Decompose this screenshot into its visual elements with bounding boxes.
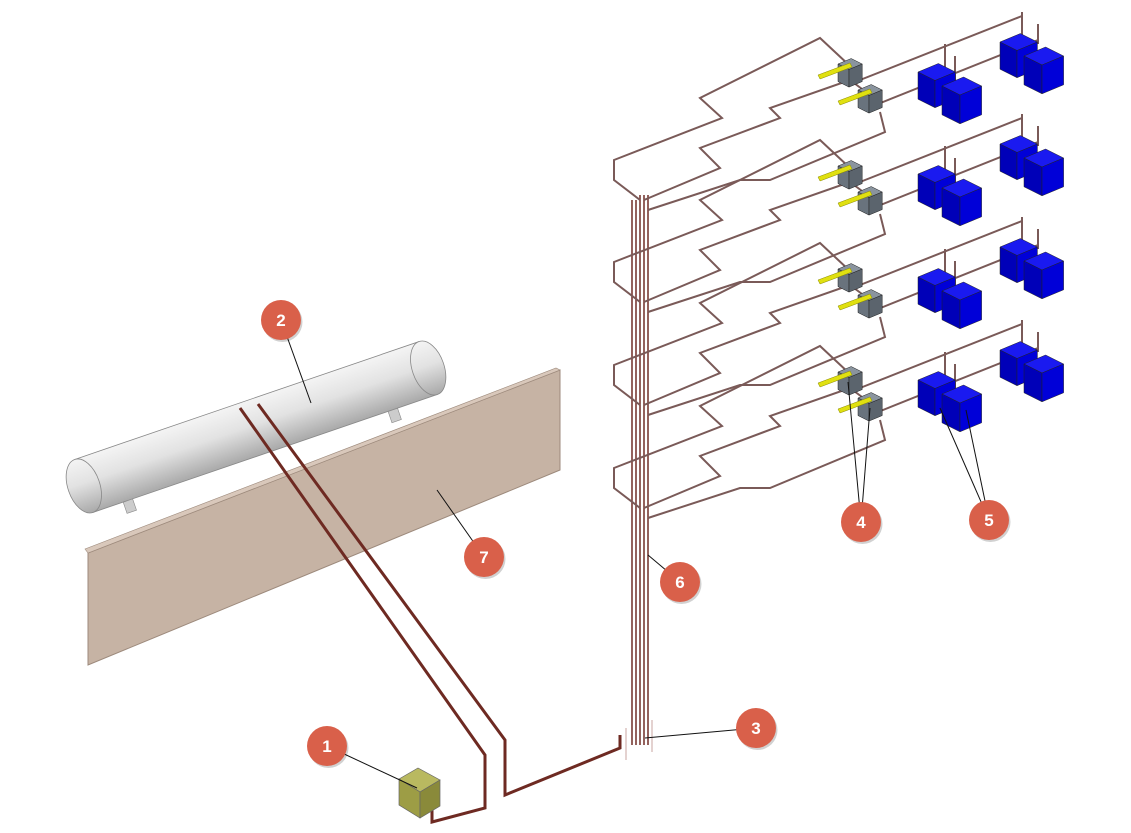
branch-pipe bbox=[647, 419, 887, 519]
floor-branch-4 bbox=[613, 320, 1065, 519]
cube-right bbox=[848, 165, 863, 190]
callout-badge bbox=[464, 537, 504, 577]
branch-pipe bbox=[613, 36, 851, 201]
branch-pipe bbox=[613, 344, 851, 509]
callout-3: 3 bbox=[644, 708, 778, 750]
terminal-unit-pair bbox=[999, 135, 1065, 197]
callout-label: 7 bbox=[479, 548, 488, 567]
callout-badge bbox=[841, 502, 881, 542]
cube-right bbox=[848, 268, 863, 293]
actuator-unit bbox=[837, 289, 883, 319]
actuator-unit bbox=[817, 58, 863, 88]
cube-right bbox=[959, 187, 982, 227]
actuator-unit bbox=[837, 186, 883, 216]
actuator-arm bbox=[837, 190, 873, 208]
terminal-unit-pair bbox=[999, 33, 1065, 95]
terminal-unit bbox=[1023, 251, 1065, 300]
branch-pipe bbox=[643, 78, 867, 201]
actuator-arm bbox=[817, 164, 853, 182]
actuator-arm bbox=[817, 267, 853, 285]
callout-2: 2 bbox=[261, 300, 312, 404]
cube-right bbox=[959, 85, 982, 125]
callout-label: 3 bbox=[751, 719, 760, 738]
cube-right bbox=[868, 191, 883, 216]
actuator-arm bbox=[817, 370, 853, 388]
terminal-unit bbox=[941, 178, 983, 227]
main-supply-pipes bbox=[238, 403, 622, 824]
cube-right bbox=[959, 290, 982, 330]
floor-branch-1 bbox=[613, 12, 1065, 211]
terminal-unit-pair bbox=[999, 238, 1065, 300]
terminal-unit-pair bbox=[917, 268, 983, 330]
actuator-unit bbox=[817, 263, 863, 293]
storage-tank bbox=[65, 340, 447, 514]
branch-pipe bbox=[613, 138, 851, 303]
callout-5: 5 bbox=[939, 407, 1011, 542]
terminal-unit bbox=[1023, 46, 1065, 95]
callout-label: 5 bbox=[984, 511, 993, 530]
callout-badge bbox=[660, 562, 700, 602]
floor-branch-3 bbox=[613, 217, 1065, 416]
terminal-unit bbox=[941, 281, 983, 330]
riser-base bbox=[625, 720, 653, 760]
branch-pipe bbox=[613, 241, 851, 406]
branch-pipe bbox=[859, 117, 1023, 183]
cube-right bbox=[959, 393, 982, 433]
callout-badge bbox=[736, 708, 776, 748]
branch-pipe bbox=[859, 15, 1023, 81]
branch-pipe bbox=[859, 220, 1023, 286]
terminal-unit bbox=[941, 384, 983, 433]
branch-pipe bbox=[647, 316, 887, 416]
compressor-unit bbox=[398, 767, 441, 819]
leader-line bbox=[847, 381, 862, 523]
callout-7: 7 bbox=[436, 489, 506, 579]
floor-branch-2 bbox=[613, 114, 1065, 313]
terminal-unit bbox=[1023, 354, 1065, 403]
branch-pipe bbox=[647, 213, 887, 313]
actuator-arm bbox=[837, 88, 873, 106]
actuator-arm bbox=[837, 293, 873, 311]
callout-badge bbox=[307, 726, 347, 766]
terminal-unit-pair bbox=[999, 341, 1065, 403]
terminal-unit bbox=[941, 76, 983, 125]
branch-pipe bbox=[859, 323, 1023, 389]
cube-right bbox=[1041, 157, 1064, 197]
cube-right bbox=[848, 63, 863, 88]
terminal-unit-pair bbox=[917, 63, 983, 125]
callout-label: 6 bbox=[675, 573, 684, 592]
branch-pipe bbox=[647, 111, 887, 211]
actuator-unit bbox=[837, 392, 883, 422]
leader-line bbox=[939, 407, 990, 521]
callout-badge bbox=[261, 300, 301, 340]
riser-pipe bbox=[631, 195, 649, 745]
actuator-arm bbox=[837, 396, 873, 414]
terminal-unit-pair bbox=[917, 371, 983, 433]
callout-1: 1 bbox=[307, 726, 418, 789]
callout-label: 1 bbox=[322, 737, 331, 756]
wall-panel bbox=[84, 367, 561, 666]
callout-4: 4 bbox=[841, 381, 883, 544]
callout-badge bbox=[969, 500, 1009, 540]
cube-right bbox=[868, 89, 883, 114]
actuator-unit bbox=[837, 84, 883, 114]
actuator-unit bbox=[817, 160, 863, 190]
callout-label: 2 bbox=[276, 311, 285, 330]
terminal-unit bbox=[1023, 148, 1065, 197]
cube-right bbox=[868, 294, 883, 319]
callout-label: 4 bbox=[856, 513, 866, 532]
terminal-unit-pair bbox=[917, 165, 983, 227]
cube-right bbox=[1041, 363, 1064, 403]
actuator-unit bbox=[817, 366, 863, 396]
cube-right bbox=[1041, 260, 1064, 300]
cube-right bbox=[1041, 55, 1064, 95]
callout-6: 6 bbox=[647, 554, 702, 604]
actuator-arm bbox=[817, 62, 853, 80]
